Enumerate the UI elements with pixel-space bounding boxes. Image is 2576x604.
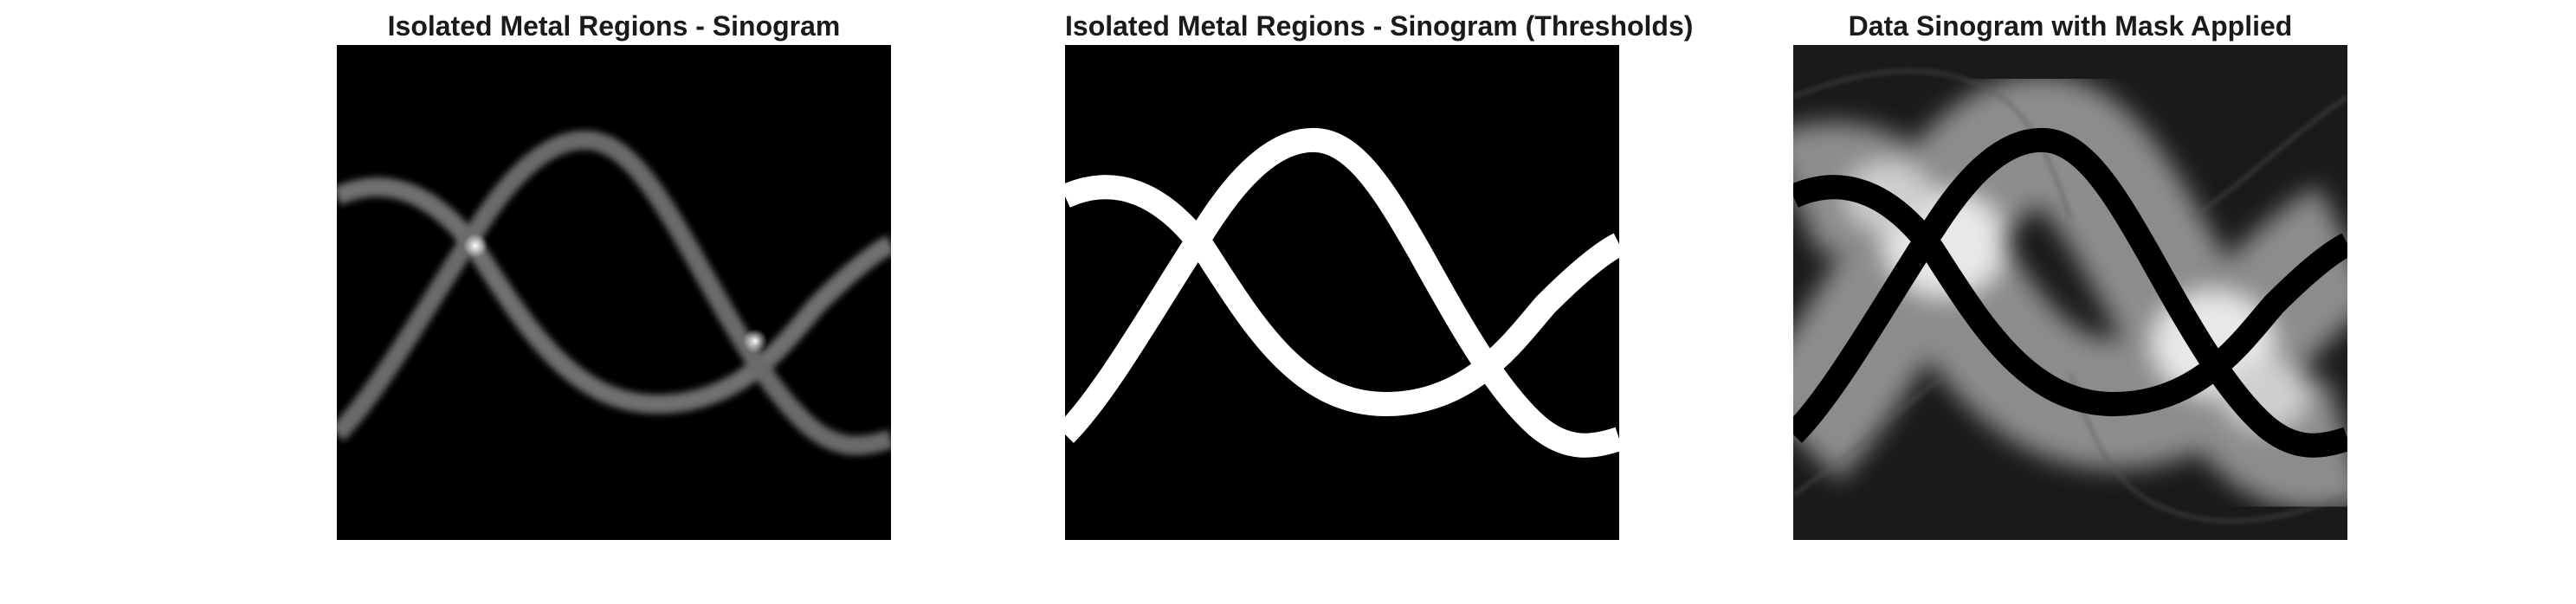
panel-2-image xyxy=(1065,45,1619,540)
sinogram-threshold-mask-image xyxy=(1065,45,1619,540)
panel-3-image xyxy=(1793,45,2347,540)
panel-1-image xyxy=(337,45,891,540)
panel-2-title: Isolated Metal Regions - Sinogram (Thres… xyxy=(1065,10,1694,42)
panel-1-title: Isolated Metal Regions - Sinogram xyxy=(387,10,841,42)
data-sinogram-masked-image xyxy=(1793,45,2347,540)
sinogram-metal-regions-image xyxy=(337,45,891,540)
panel-3-title: Data Sinogram with Mask Applied xyxy=(1848,10,2293,42)
